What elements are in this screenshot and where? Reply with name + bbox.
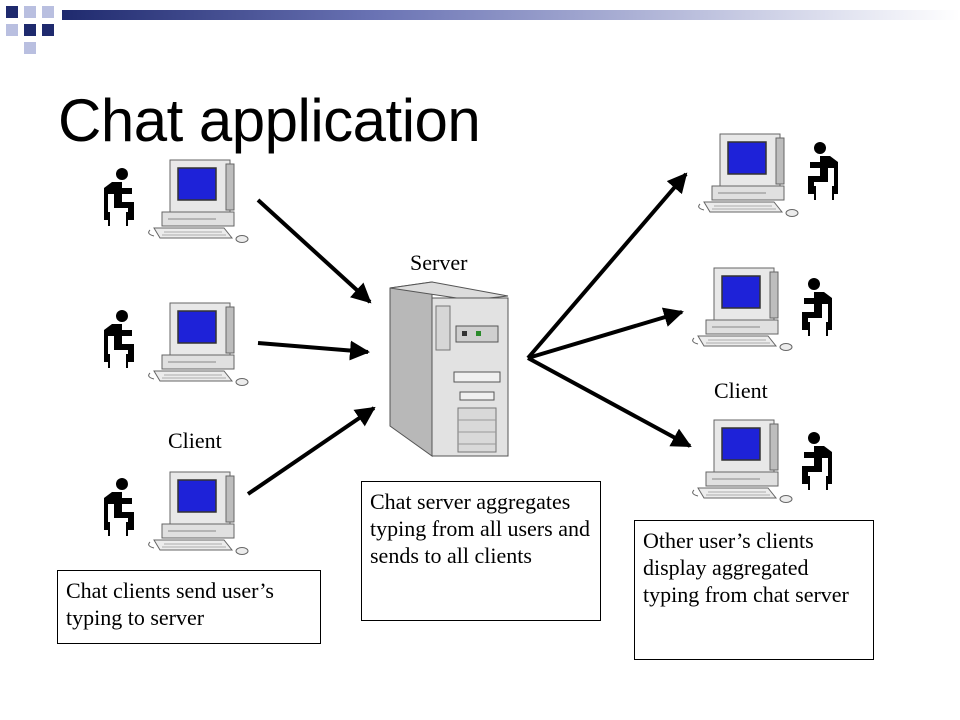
arrow-client3-to-server (246, 406, 376, 496)
note-other-clients: Other user’s clients display aggregated … (634, 520, 874, 660)
slide-title: Chat application (58, 87, 481, 154)
server-label: Server (410, 250, 468, 275)
arrow-server-to-client3 (527, 356, 692, 448)
arrow-server-to-client2 (527, 307, 684, 360)
server-icon (389, 281, 509, 457)
client-right-3 (691, 419, 832, 504)
client-right-1 (697, 133, 838, 218)
arrow-client2-to-server (257, 340, 370, 361)
client-left-2 (104, 302, 249, 387)
arrows-to-server (246, 198, 376, 496)
note-server-aggregates: Chat server aggregates typing from all u… (361, 481, 601, 621)
client-label-right: Client (714, 378, 768, 403)
client-right-2 (691, 267, 832, 352)
arrow-server-to-client1 (526, 172, 688, 360)
note-clients-send: Chat clients send user’s typing to serve… (57, 570, 321, 644)
header-decoration (6, 6, 960, 54)
arrows-from-server (526, 172, 692, 448)
client-label-left: Client (168, 428, 222, 453)
arrow-client1-to-server (256, 198, 372, 304)
client-left-3 (104, 471, 249, 556)
client-left-1 (104, 159, 249, 244)
